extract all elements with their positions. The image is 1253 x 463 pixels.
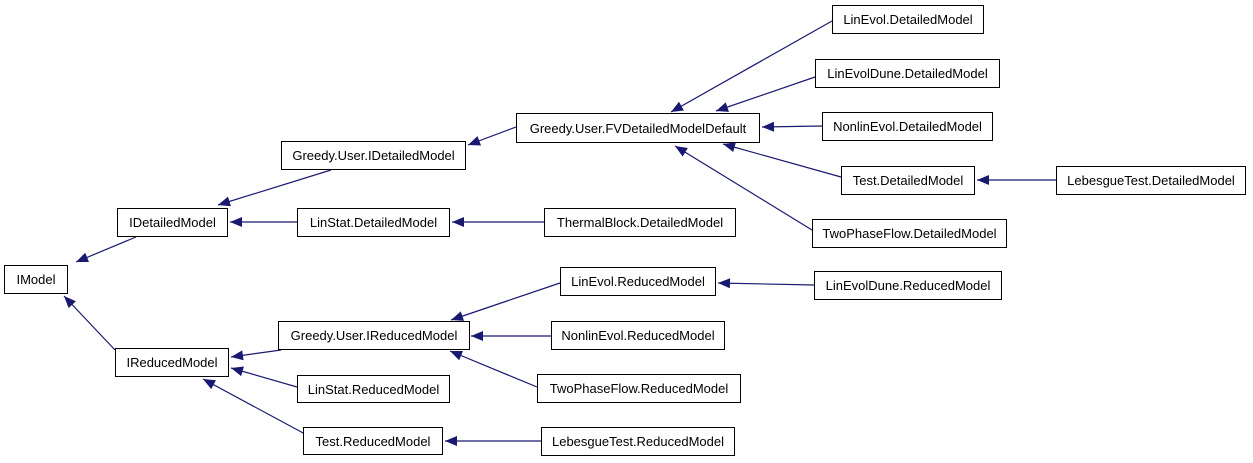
class-node-linevol-reducedmodel[interactable]: LinEvol.ReducedModel [560,267,716,296]
edge-greedy-user-fvdetailedmodeldefault--greedy-user-idetailedmodel [467,126,517,146]
class-node-greedy-user-fvdetailedmodeldefault[interactable]: Greedy.User.FVDetailedModelDefault [516,113,760,143]
class-node-linevoldune-detailedmodel[interactable]: LinEvolDune.DetailedModel [815,59,1000,88]
edge-linevol-detailedmodel--greedy-user-fvdetailedmodeldefault [670,20,833,113]
edge-greedy-user-idetailedmodel--idetailedmodel [217,169,332,207]
edge-linevoldune-reducedmodel--linevol-reducedmodel [717,278,815,289]
edge-nonlinevol-detailedmodel--greedy-user-fvdetailedmodeldefault [761,121,823,132]
class-node-nonlinevol-detailedmodel[interactable]: NonlinEvol.DetailedModel [822,112,993,141]
class-node-lebesguetest-reducedmodel[interactable]: LebesgueTest.ReducedModel [541,427,735,456]
class-node-linevol-detailedmodel[interactable]: LinEvol.DetailedModel [832,5,984,34]
class-node-test-detailedmodel[interactable]: Test.DetailedModel [841,166,975,195]
class-node-imodel[interactable]: IModel [4,265,68,294]
class-node-greedy-user-idetailedmodel[interactable]: Greedy.User.IDetailedModel [281,141,466,170]
class-node-thermalblock-detailedmodel[interactable]: ThermalBlock.DetailedModel [544,208,736,237]
edge-ireducedmodel--imodel [63,295,116,351]
edge-linstat-reducedmodel--ireducedmodel [230,366,298,388]
edge-greedy-user-ireducedmodel--ireducedmodel [230,349,282,361]
edge-test-reducedmodel--ireducedmodel [202,378,306,435]
class-node-idetailedmodel[interactable]: IDetailedModel [117,208,228,237]
class-node-ireducedmodel[interactable]: IReducedModel [115,348,229,377]
edge-test-detailedmodel--greedy-user-fvdetailedmodeldefault [722,142,842,178]
edge-idetailedmodel--imodel [75,236,137,263]
class-node-lebesguetest-detailedmodel[interactable]: LebesgueTest.DetailedModel [1056,166,1246,195]
class-node-linstat-detailedmodel[interactable]: LinStat.DetailedModel [297,208,450,237]
edge-twophaseflow-reducedmodel--greedy-user-ireducedmodel [449,350,538,388]
class-node-greedy-user-ireducedmodel[interactable]: Greedy.User.IReducedModel [278,321,470,350]
class-node-linevoldune-reducedmodel[interactable]: LinEvolDune.ReducedModel [814,271,1002,300]
class-node-nonlinevol-reducedmodel[interactable]: NonlinEvol.ReducedModel [551,321,725,350]
edge-linevol-reducedmodel--greedy-user-ireducedmodel [450,282,561,321]
class-node-linstat-reducedmodel[interactable]: LinStat.ReducedModel [297,375,450,403]
class-node-test-reducedmodel[interactable]: Test.ReducedModel [303,427,443,455]
edge-linevoldune-detailedmodel--greedy-user-fvdetailedmodeldefault [715,76,816,112]
class-node-twophaseflow-detailedmodel[interactable]: TwoPhaseFlow.DetailedModel [812,219,1007,248]
class-node-twophaseflow-reducedmodel[interactable]: TwoPhaseFlow.ReducedModel [537,374,741,403]
